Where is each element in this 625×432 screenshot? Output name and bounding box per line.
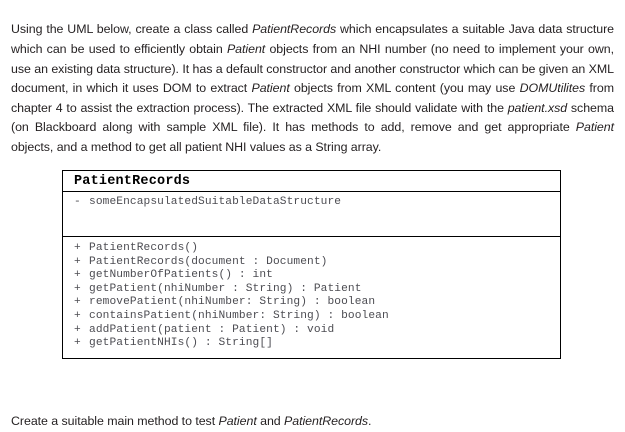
uml-member-signature: someEncapsulatedSuitableDataStructure [89,196,342,208]
uml-class-box: PatientRecords -someEncapsulatedSuitable… [62,170,561,359]
uml-visibility-marker: + [74,296,81,309]
uml-member-line: + containsPatient(nhiNumber: String) : bo… [74,310,560,324]
plain-text: objects, and a method to get all patient… [11,139,382,154]
uml-member-line: + addPatient(patient : Patient) : void [74,324,560,338]
uml-member-signature: getPatientNHIs() : String[] [89,337,273,350]
uml-member-line: + getPatient(nhiNumber : String) : Patien… [74,283,560,297]
plain-text: objects from XML content (you may use [289,81,520,96]
uml-visibility-marker: + [74,323,81,336]
uml-class-name: PatientRecords [74,173,191,189]
plain-text: and [256,414,285,429]
emphasis-text: Patient [226,41,266,56]
plain-text: which encapsulates a suitable Java data … [11,22,614,56]
uml-member-signature: containsPatient(nhiNumber: String) : boo… [89,309,389,322]
plain-text: . [368,414,372,429]
emphasis-text: DOMUtilites [519,81,586,96]
uml-methods-compartment: + PatientRecords() + PatientRecords(documen… [63,237,560,358]
uml-member-line: + PatientRecords(document : Document) [74,256,560,270]
uml-visibility-marker: - [74,196,81,208]
plain-text: objects from an NHI number (no need to i… [11,41,614,96]
emphasis-text: PatientRecords [284,414,369,429]
plain-text: Create a suitable main method to test [11,414,219,429]
uml-class-title-row: PatientRecords [63,171,560,192]
emphasis-text: Patient [251,81,290,96]
plain-text: Using the UML below, create a class call… [11,22,253,37]
uml-visibility-marker: + [74,269,81,282]
emphasis-text: patient.xsd [507,100,568,115]
uml-member-line: + removePatient(nhiNumber: String) : bool… [74,296,560,310]
emphasis-text: Patient [575,120,614,135]
uml-member-signature: PatientRecords() [89,242,199,254]
emphasis-text: Patient [218,414,257,429]
outro-paragraph: Create a suitable main method to test Pa… [11,412,614,432]
uml-member-signature: addPatient(patient : Patient) : void [89,323,335,336]
uml-visibility-marker: + [74,242,81,254]
uml-member-line: + getNumberOfPatients() : int [74,269,560,283]
plain-text: schema (on Blackboard along with sample … [11,100,614,135]
uml-visibility-marker: + [74,255,81,268]
intro-paragraph: Using the UML below, create a class call… [11,20,614,157]
uml-member-signature: getNumberOfPatients() : int [89,269,273,282]
uml-member-signature: PatientRecords(document : Document) [89,255,328,268]
uml-member-line: + PatientRecords() [74,242,560,256]
uml-visibility-marker: + [74,309,81,322]
uml-visibility-marker: + [74,337,81,350]
uml-attributes-compartment: -someEncapsulatedSuitableDataStructure [63,192,560,237]
plain-text: from chapter 4 to assist the extraction … [11,81,614,115]
uml-member-signature: getPatient(nhiNumber : String) : Patient [89,282,362,295]
uml-member-line: + getPatientNHIs() : String[] [74,337,560,351]
uml-visibility-marker: + [74,282,81,295]
uml-member-line: -someEncapsulatedSuitableDataStructure [74,196,560,210]
emphasis-text: PatientRecords [252,22,337,37]
uml-member-signature: removePatient(nhiNumber: String) : boole… [89,296,376,309]
